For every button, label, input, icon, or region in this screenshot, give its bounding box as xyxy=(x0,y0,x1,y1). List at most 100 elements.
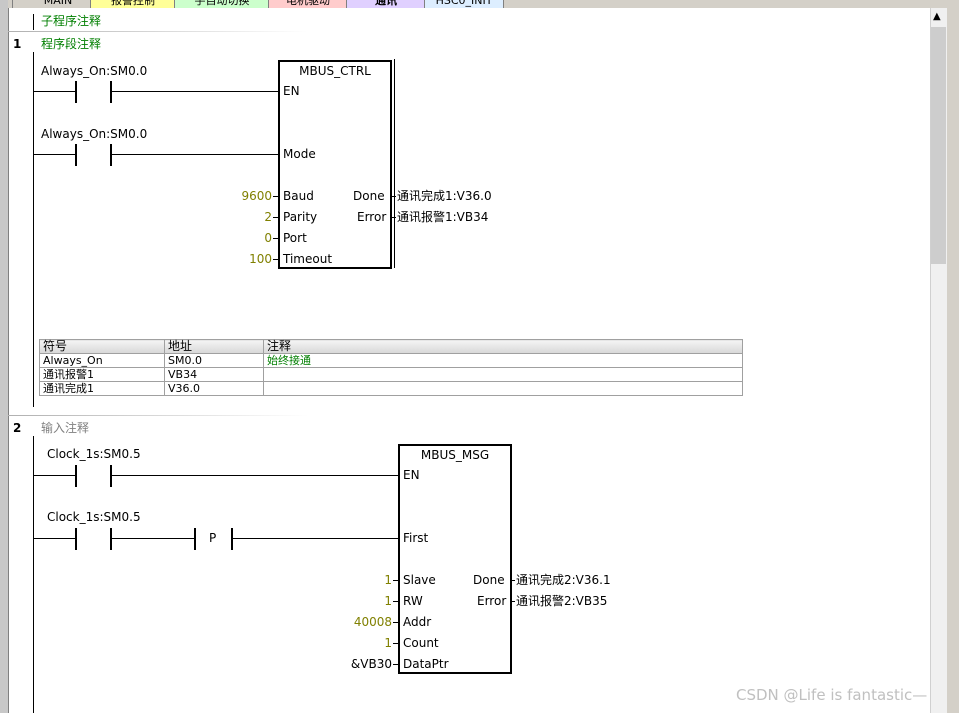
table-header: 符号 xyxy=(39,339,165,354)
contact-label: Clock_1s:SM0.5 xyxy=(47,510,141,524)
wire xyxy=(33,154,75,155)
table-header: 注释 xyxy=(263,339,743,354)
contact-no[interactable] xyxy=(75,81,77,103)
timeout-value[interactable]: 100 xyxy=(249,252,272,266)
port-value[interactable]: 0 xyxy=(264,231,272,245)
contact-no[interactable] xyxy=(110,81,112,103)
parity-value[interactable]: 2 xyxy=(264,210,272,224)
network-number: 1 xyxy=(13,37,22,51)
mbus-ctrl-block[interactable] xyxy=(278,59,395,269)
pin-stub xyxy=(273,238,278,239)
pin-stub xyxy=(391,217,396,218)
done-output[interactable]: 通讯完成1:V36.0 xyxy=(397,189,492,203)
positive-edge-contact[interactable] xyxy=(231,528,233,550)
window-border xyxy=(947,8,959,713)
pin-stub xyxy=(393,580,398,581)
tab-communication[interactable]: 通讯 xyxy=(346,0,426,8)
wire xyxy=(112,91,280,92)
network-comment[interactable]: 程序段注释 xyxy=(41,37,102,51)
pin-first: First xyxy=(403,531,429,545)
pin-error: Error xyxy=(357,210,387,224)
table-row: 通讯完成1 V36.0 xyxy=(39,381,743,396)
contact-no[interactable] xyxy=(75,528,77,550)
table-cell xyxy=(263,367,743,382)
baud-value[interactable]: 9600 xyxy=(241,189,272,203)
wire xyxy=(112,475,400,476)
tab-motor-drive[interactable]: 电机驱动 xyxy=(268,0,348,8)
table-cell: Always_On xyxy=(39,353,165,368)
pin-port: Port xyxy=(283,231,307,245)
subroutine-comment[interactable]: 子程序注释 xyxy=(41,14,102,28)
error-output[interactable]: 通讯报警2:VB35 xyxy=(516,594,608,608)
wire xyxy=(112,538,194,539)
contact-label: Always_On:SM0.0 xyxy=(41,64,148,78)
rw-value[interactable]: 1 xyxy=(384,594,392,608)
pin-slave: Slave xyxy=(403,573,436,587)
tab-manual-auto[interactable]: 手自动切换 xyxy=(174,0,270,8)
contact-label: Clock_1s:SM0.5 xyxy=(47,447,141,461)
pin-stub xyxy=(391,196,396,197)
power-rail xyxy=(33,436,34,713)
contact-no[interactable] xyxy=(110,144,112,166)
symbol-table: 符号 地址 注释 Always_On SM0.0 始终接通 通讯报警1 VB34… xyxy=(39,339,743,396)
pin-stub xyxy=(273,259,278,260)
pin-stub xyxy=(393,643,398,644)
network-number: 2 xyxy=(13,421,22,435)
pin-en: EN xyxy=(403,468,420,482)
separator xyxy=(8,31,308,32)
power-rail xyxy=(33,52,34,407)
done-output[interactable]: 通讯完成2:V36.1 xyxy=(516,573,611,587)
table-cell: SM0.0 xyxy=(164,353,264,368)
p-label: P xyxy=(209,531,217,545)
contact-no[interactable] xyxy=(110,528,112,550)
table-cell: 始终接通 xyxy=(263,353,743,368)
pin-rw: RW xyxy=(403,594,423,608)
contact-no[interactable] xyxy=(75,465,77,487)
table-row: 通讯报警1 VB34 xyxy=(39,367,743,382)
pin-stub xyxy=(273,196,278,197)
pin-baud: Baud xyxy=(283,189,314,203)
table-cell: V36.0 xyxy=(164,381,264,396)
addr-value[interactable]: 40008 xyxy=(353,615,392,629)
positive-edge-contact[interactable] xyxy=(194,528,196,550)
contact-label: Always_On:SM0.0 xyxy=(41,127,148,141)
dataptr-value[interactable]: &VB30 xyxy=(350,657,392,671)
scrollbar-thumb[interactable] xyxy=(931,27,946,264)
slave-value[interactable]: 1 xyxy=(384,573,392,587)
pin-addr: Addr xyxy=(403,615,432,629)
pin-count: Count xyxy=(403,636,439,650)
pin-stub xyxy=(393,622,398,623)
pin-stub xyxy=(393,601,398,602)
count-value[interactable]: 1 xyxy=(384,636,392,650)
table-cell xyxy=(263,381,743,396)
scroll-up-icon[interactable]: ▲ xyxy=(933,11,941,22)
table-row: Always_On SM0.0 始终接通 xyxy=(39,353,743,368)
error-output[interactable]: 通讯报警1:VB34 xyxy=(397,210,489,224)
separator xyxy=(8,415,308,416)
wire xyxy=(33,91,75,92)
table-header: 地址 xyxy=(164,339,264,354)
table-header-row: 符号 地址 注释 xyxy=(39,339,743,354)
wire xyxy=(33,475,75,476)
watermark: CSDN @Life is fantastic— xyxy=(736,686,928,704)
table-cell: VB34 xyxy=(164,367,264,382)
mbus-msg-block[interactable] xyxy=(398,444,512,674)
pin-parity: Parity xyxy=(283,210,318,224)
network-comment[interactable]: 输入注释 xyxy=(41,421,90,435)
pin-dataptr: DataPtr xyxy=(403,657,449,671)
tab-alarm-control[interactable]: 报警控制 xyxy=(90,0,176,8)
pin-stub xyxy=(510,601,515,602)
block-title: MBUS_CTRL xyxy=(299,64,371,78)
pin-done: Done xyxy=(353,189,385,203)
pin-mode: Mode xyxy=(283,147,316,161)
pin-timeout: Timeout xyxy=(283,252,333,266)
tab-hsc0-init[interactable]: HSC0_INIT xyxy=(424,0,504,8)
pin-done: Done xyxy=(473,573,505,587)
editor-border xyxy=(8,8,9,713)
comment-marker xyxy=(33,14,34,30)
program-tabs: MAIN 报警控制 手自动切换 电机驱动 通讯 HSC0_INIT xyxy=(0,0,959,8)
table-cell: 通讯报警1 xyxy=(39,367,165,382)
pin-stub xyxy=(393,664,398,665)
contact-no[interactable] xyxy=(75,144,77,166)
contact-no[interactable] xyxy=(110,465,112,487)
